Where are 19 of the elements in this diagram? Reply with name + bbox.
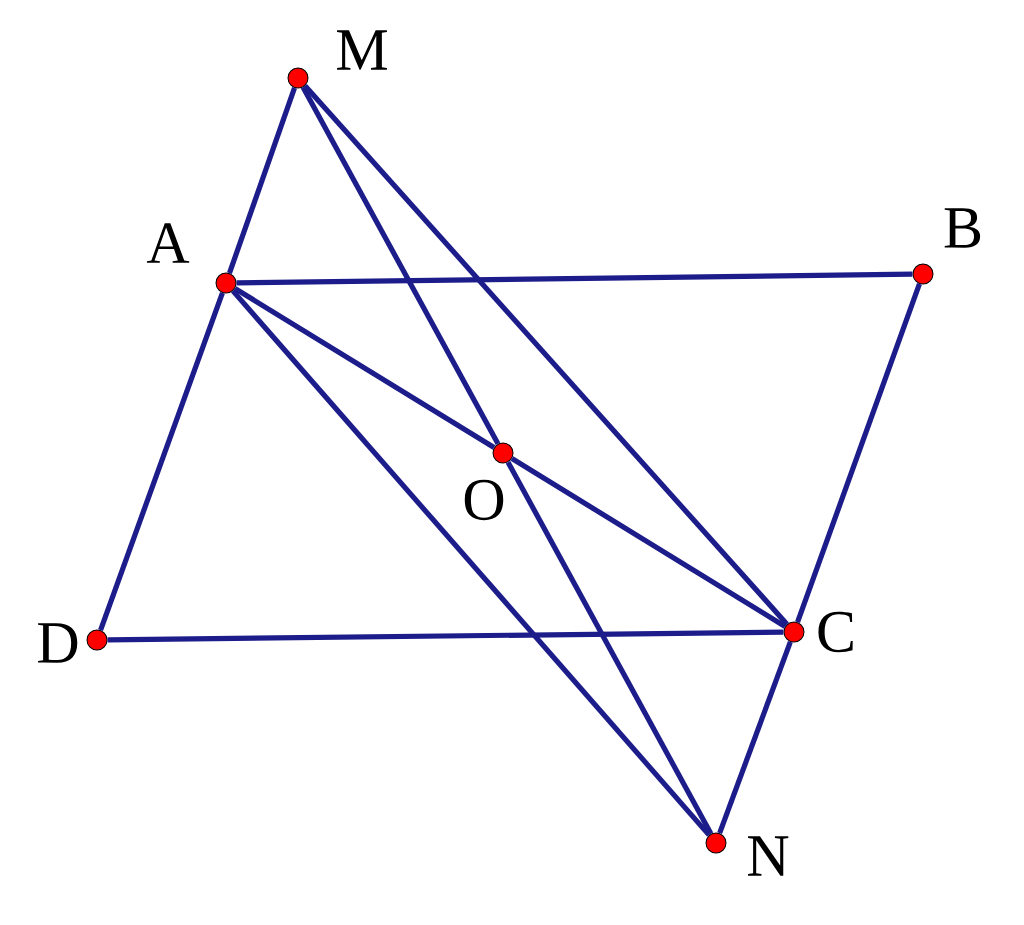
line-segment bbox=[505, 460, 714, 836]
point-label: A bbox=[146, 223, 190, 263]
line-segment bbox=[303, 84, 789, 626]
point-label: B bbox=[944, 208, 981, 248]
line-segment bbox=[717, 640, 793, 835]
line-segment bbox=[107, 629, 784, 643]
line-segment bbox=[233, 286, 496, 450]
point-label: C bbox=[818, 611, 853, 653]
point-label: M bbox=[337, 30, 387, 70]
point-label: D bbox=[38, 623, 78, 663]
line-segment bbox=[236, 271, 913, 286]
line-segment bbox=[230, 289, 712, 837]
line-segment bbox=[227, 87, 297, 274]
point-label: N bbox=[748, 836, 789, 876]
line-segment bbox=[300, 85, 501, 446]
line-segment bbox=[510, 456, 787, 629]
line-segment bbox=[795, 283, 922, 623]
point-label: O bbox=[464, 479, 504, 521]
line-segment bbox=[98, 292, 225, 631]
